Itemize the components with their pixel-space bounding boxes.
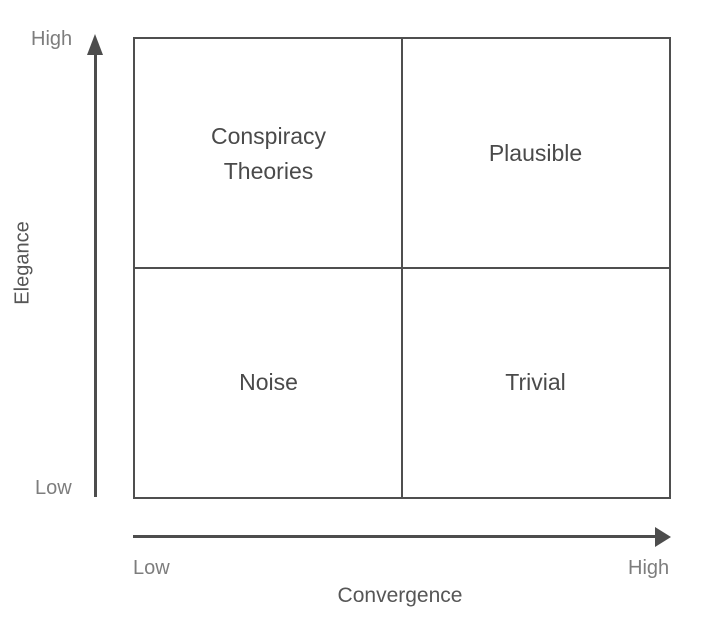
horizontal-divider — [135, 267, 669, 269]
y-axis-low-tick-label: Low — [35, 477, 72, 499]
quadrant-bottom-right: Trivial — [402, 268, 669, 497]
quadrant-top-right-label: Plausible — [488, 140, 583, 167]
x-axis-title: Convergence — [337, 584, 463, 607]
y-axis-title: Elegance — [11, 221, 34, 305]
quadrant-top-right: Plausible — [402, 39, 669, 268]
quadrant-matrix: Conspiracy Theories Plausible Noise Triv… — [133, 37, 671, 499]
x-axis-low-tick-label: Low — [133, 557, 170, 579]
x-axis-arrowhead-icon — [655, 527, 671, 547]
quadrant-top-left: Conspiracy Theories — [135, 39, 402, 268]
quadrant-top-left-label: Conspiracy Theories — [210, 123, 327, 184]
y-axis-line — [94, 40, 97, 497]
x-axis-line — [133, 535, 657, 538]
y-axis-high-tick-label: High — [31, 28, 73, 50]
quadrant-bottom-right-label: Trivial — [505, 369, 566, 396]
quadrant-bottom-left: Noise — [135, 268, 402, 497]
quadrant-bottom-left-label: Noise — [239, 369, 298, 396]
y-axis-arrowhead-icon — [87, 34, 103, 55]
x-axis-high-tick-label: High — [628, 557, 670, 579]
